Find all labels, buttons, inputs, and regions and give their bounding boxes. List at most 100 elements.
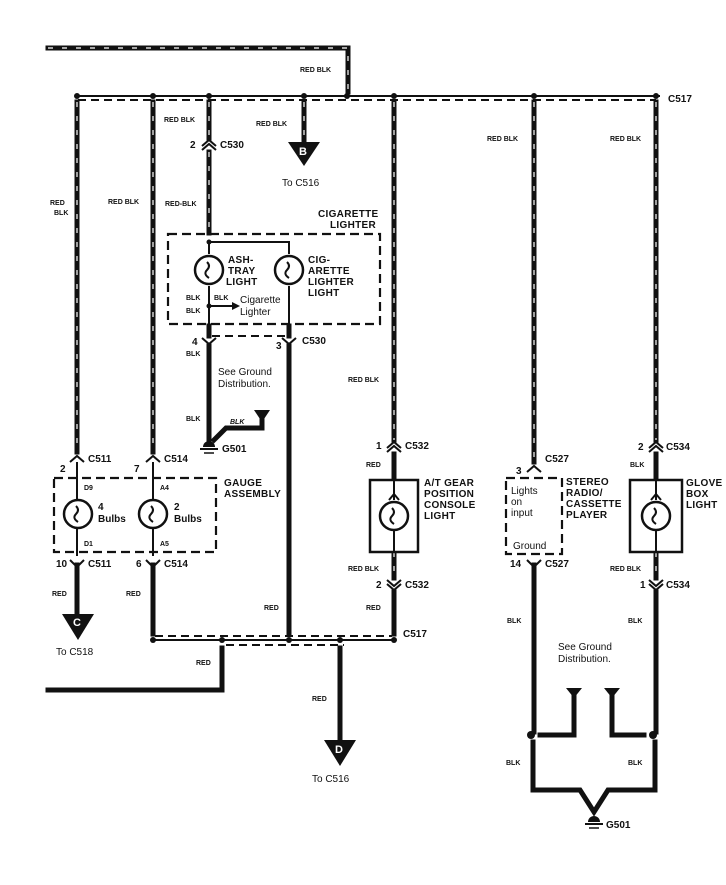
- component-label: LIGHT: [226, 277, 258, 288]
- component-label: BOX: [686, 489, 709, 500]
- wire-label: RED: [52, 591, 67, 598]
- bulb-icon: [137, 498, 169, 530]
- wire-label: RED: [264, 605, 279, 612]
- wire-label: BLK: [507, 618, 521, 625]
- component-label: ARETTE: [308, 266, 350, 277]
- component-label: RADIO/: [566, 488, 603, 499]
- connector-label-c532: C532: [405, 441, 429, 452]
- wire-label: RED: [366, 462, 381, 469]
- bulb-icon: [62, 498, 94, 530]
- top-feed-wire: RED BLK: [45, 45, 351, 95]
- component-label: A/T GEAR: [424, 478, 475, 489]
- component-label: LIGHTER: [308, 277, 354, 288]
- flag-d[interactable]: D To C516: [312, 740, 356, 785]
- wire-label: RED BLK: [164, 117, 195, 124]
- cigarette-lighter-assembly[interactable]: CIGARETTE LIGHTER ASH- TRAY LIGHT CIG- A…: [166, 209, 382, 336]
- bulb-unit: Bulbs: [174, 514, 202, 525]
- pin-number: 7: [134, 464, 140, 475]
- terminal-label: Lights: [511, 486, 538, 497]
- pin-number: 10: [56, 559, 68, 570]
- pin-number: 2: [638, 442, 644, 453]
- pin-number: 3: [276, 341, 282, 352]
- bulb-icon: [640, 500, 672, 532]
- glove-box-light[interactable]: GLOVE BOX LIGHT: [628, 478, 723, 554]
- component-label: CIG-: [308, 255, 330, 266]
- wire-label: BLK: [54, 210, 68, 217]
- connector-label-c534: C534: [666, 580, 690, 591]
- bottom-bus-c517: C517 RED RED: [45, 629, 427, 743]
- c530-lower-connector: 4 3 C530: [192, 323, 326, 352]
- flag-b[interactable]: RED BLK B To C516: [256, 99, 320, 189]
- connector-label-c530: C530: [302, 336, 326, 347]
- component-label: ASH-: [228, 255, 254, 266]
- wire-label: BLK: [630, 462, 644, 469]
- component-label: TRAY: [228, 266, 256, 277]
- wire-label: BLK: [186, 295, 200, 302]
- wire-label: RED BLK: [348, 566, 379, 573]
- pin-number: 2: [190, 140, 196, 151]
- terminal-label: Ground: [513, 541, 546, 552]
- component-label: CASSETTE: [566, 499, 622, 510]
- lighter-bulb-icon: [273, 254, 305, 286]
- gauge-assembly[interactable]: D9 D1 A4 A5 4 Bulbs 2 Bulbs GAUGE ASSEMB…: [52, 476, 281, 554]
- component-label: CONSOLE: [424, 500, 476, 511]
- ground-label-g501: G501: [606, 820, 631, 831]
- flag-target: To C516: [282, 178, 320, 189]
- pin-number: 2: [376, 580, 382, 591]
- component-title: GAUGE: [224, 478, 262, 489]
- ground-distribution-g501: See Ground Distribution. BLK BLK G501: [506, 642, 658, 831]
- pin-number: 1: [640, 580, 646, 591]
- component-label: LIGHT: [308, 288, 340, 299]
- flag-c[interactable]: C To C518: [56, 614, 94, 658]
- note-text: Distribution.: [558, 654, 611, 665]
- ground-label-g501: G501: [222, 444, 247, 455]
- wire-label: RED: [50, 200, 65, 207]
- terminal-label: A4: [160, 485, 169, 492]
- wire-label: BLK: [186, 416, 200, 423]
- pin-number: 4: [192, 337, 198, 348]
- connector-label-c511: C511: [88, 559, 112, 570]
- component-label: Cigarette: [240, 295, 281, 306]
- pin-number: 6: [136, 559, 142, 570]
- component-label: Lighter: [240, 307, 271, 318]
- wire-label: RED: [196, 660, 211, 667]
- connector-label-c514: C514: [164, 454, 188, 465]
- component-label: PLAYER: [566, 510, 608, 521]
- wire-label: BLK: [628, 760, 642, 767]
- wire-label: BLK: [214, 295, 228, 302]
- flag-target: To C516: [312, 774, 350, 785]
- wire-label: BLK: [186, 308, 200, 315]
- branch-glove-box: RED BLK 2 C534 BLK RED BLK 1 C534 BLK: [610, 99, 690, 735]
- at-gear-position-console-light[interactable]: A/T GEAR POSITION CONSOLE LIGHT: [368, 478, 476, 554]
- ashtray-ground-path: BLK BLK See Ground Distribution. BLK G50…: [186, 343, 272, 455]
- branch-gauge-2-bulbs: RED BLK 7 C514 6 C514 RED: [108, 99, 188, 637]
- connector-label-c532: C532: [405, 580, 429, 591]
- connector-label-c527: C527: [545, 559, 569, 570]
- connector-label-c514: C514: [164, 559, 188, 570]
- note-text: Distribution.: [218, 379, 271, 390]
- terminal-label: A5: [160, 541, 169, 548]
- flag-target: To C518: [56, 647, 94, 658]
- wire-label: RED: [126, 591, 141, 598]
- terminal-label: D9: [84, 485, 93, 492]
- wire-label: RED BLK: [256, 121, 287, 128]
- terminal-label: D1: [84, 541, 93, 548]
- note-text: See Ground: [558, 642, 612, 653]
- flag-letter: B: [299, 146, 307, 158]
- branch-gauge-4-bulbs: RED BLK 2 C511 10 C511 RED: [50, 99, 112, 621]
- terminal-label: input: [511, 508, 533, 519]
- wire-label: BLK: [186, 351, 200, 358]
- pin-number: 14: [510, 559, 522, 570]
- component-title: ASSEMBLY: [224, 489, 281, 500]
- component-title: CIGARETTE: [318, 209, 379, 220]
- connector-label-c511: C511: [88, 454, 112, 465]
- wire-label: BLK: [628, 618, 642, 625]
- ground-g501-icon: [200, 441, 218, 454]
- lighter-light-return: RED: [264, 343, 292, 637]
- wire-label: RED: [312, 696, 327, 703]
- flag-letter: D: [335, 744, 343, 756]
- note-text: See Ground: [218, 367, 272, 378]
- stereo-radio-cassette-player[interactable]: Lights on input Ground STEREO RADIO/ CAS…: [504, 476, 622, 556]
- component-label: GLOVE: [686, 478, 723, 489]
